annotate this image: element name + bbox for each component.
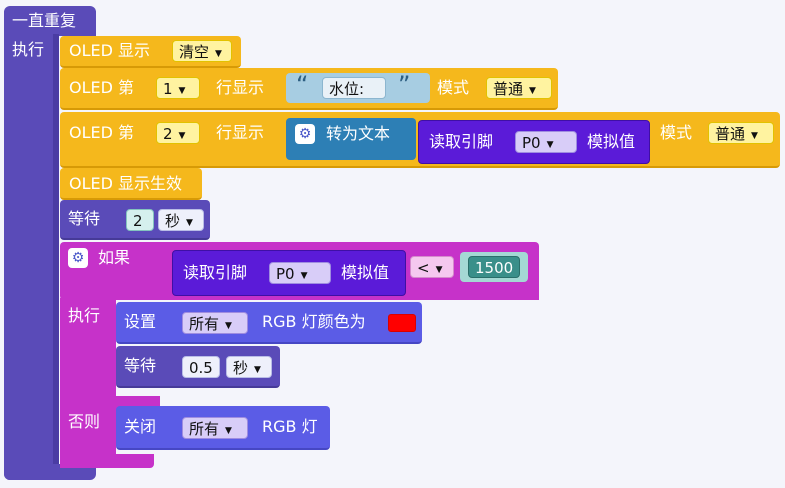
oled-line1-mode-label: 模式 [437,78,470,97]
chevron-down-icon: ▼ [546,140,554,150]
rgb-off-target-dropdown[interactable]: 所有▼ [182,417,248,439]
wait-seconds-input[interactable]: 2 [126,209,154,231]
if-else-label: 否则 [68,412,101,431]
if-label: 如果 [98,248,131,267]
wait2-label: 等待 [124,356,157,375]
read-pin-dropdown[interactable]: P0▼ [515,131,577,153]
gear-icon[interactable]: ⚙ [68,248,88,268]
wait2-unit-dropdown[interactable]: 秒▼ [226,356,272,378]
gear-icon[interactable]: ⚙ [295,124,315,144]
rgb-off-suffix: RGB 灯 [262,417,318,436]
if-read-pin-dropdown[interactable]: P0▼ [269,262,331,284]
text-literal-input[interactable]: 水位: [322,77,386,99]
chevron-down-icon: ▼ [178,131,186,141]
chevron-down-icon: ▼ [186,218,193,228]
set-rgb-suffix: RGB 灯颜色为 [262,312,366,331]
rgb-off-label: 关闭 [124,417,157,436]
oled-refresh-block[interactable]: OLED 显示生效 [60,168,202,200]
quote-close-icon: ” [398,71,411,99]
color-picker-swatch[interactable] [388,314,416,332]
oled-line2-prefix: OLED 第 [69,123,135,142]
if-read-pin-label: 读取引脚 [183,263,248,282]
wait2-seconds-input[interactable]: 0.5 [182,356,220,378]
oled-line1-number-dropdown[interactable]: 1▼ [156,77,200,99]
wait-block[interactable]: 等待 2 秒▼ [60,200,210,240]
number-block[interactable]: 1500 [460,252,528,282]
if-else-block[interactable]: ⚙ 如果 读取引脚 P0▼ 模拟值 <▼ 1500 执行 否则 [60,242,539,468]
forever-label: 一直重复 [12,11,77,30]
quote-open-icon: “ [296,71,309,99]
oled-line2-mode-label: 模式 [660,123,693,142]
forever-block[interactable]: 一直重复 执行 [4,6,96,480]
read-pin-analog-label: 模拟值 [587,132,636,151]
chevron-down-icon: ▼ [300,271,308,281]
set-rgb-color-block[interactable]: 设置 所有▼ RGB 灯颜色为 [116,302,422,344]
to-text-block[interactable]: ⚙ 转为文本 [286,118,416,160]
chevron-down-icon: ▼ [751,131,758,141]
read-pin-block[interactable]: 读取引脚 P0▼ 模拟值 [418,120,650,164]
rgb-off-block[interactable]: 关闭 所有▼ RGB 灯 [116,406,330,450]
read-pin-label: 读取引脚 [429,132,494,151]
comparison-operator-dropdown[interactable]: <▼ [410,256,454,278]
wait-unit-dropdown[interactable]: 秒▼ [158,209,204,231]
oled-line2-block[interactable]: OLED 第 2▼ 行显示 ⚙ 转为文本 读取引脚 P0▼ 模拟值 模式 普通▼ [60,112,780,168]
wait-label: 等待 [68,209,101,228]
oled-line2-suffix: 行显示 [216,123,265,142]
oled-clear-label: OLED 显示 [69,41,151,60]
text-literal-block[interactable]: “ 水位: ” [286,73,430,103]
chevron-down-icon: ▼ [254,365,261,375]
wait-half-second-block[interactable]: 等待 0.5 秒▼ [116,346,280,388]
set-rgb-label: 设置 [124,312,157,331]
oled-clear-mode-dropdown[interactable]: 清空▼ [172,40,232,62]
oled-line2-number-dropdown[interactable]: 2▼ [156,122,200,144]
to-text-label: 转为文本 [326,124,391,143]
chevron-down-icon: ▼ [529,86,536,96]
oled-line1-mode-dropdown[interactable]: 普通▼ [486,77,552,99]
chevron-down-icon: ▼ [215,49,222,59]
chevron-down-icon: ▼ [178,86,186,96]
chevron-down-icon: ▼ [225,321,232,331]
oled-line2-mode-dropdown[interactable]: 普通▼ [708,122,774,144]
chevron-down-icon: ▼ [225,426,232,436]
oled-refresh-label: OLED 显示生效 [69,174,183,193]
if-read-pin-analog-label: 模拟值 [341,263,390,282]
oled-line1-block[interactable]: OLED 第 1▼ 行显示 “ 水位: ” 模式 普通▼ [60,68,558,110]
threshold-input[interactable]: 1500 [468,256,520,278]
set-rgb-target-dropdown[interactable]: 所有▼ [182,312,248,334]
oled-clear-block[interactable]: OLED 显示 清空▼ [60,36,241,68]
oled-line1-prefix: OLED 第 [69,78,135,97]
if-do-label: 执行 [68,306,101,325]
forever-do-label: 执行 [12,40,45,59]
oled-line1-suffix: 行显示 [216,78,265,97]
if-read-pin-block[interactable]: 读取引脚 P0▼ 模拟值 [172,250,406,296]
chevron-down-icon: ▼ [435,265,443,275]
